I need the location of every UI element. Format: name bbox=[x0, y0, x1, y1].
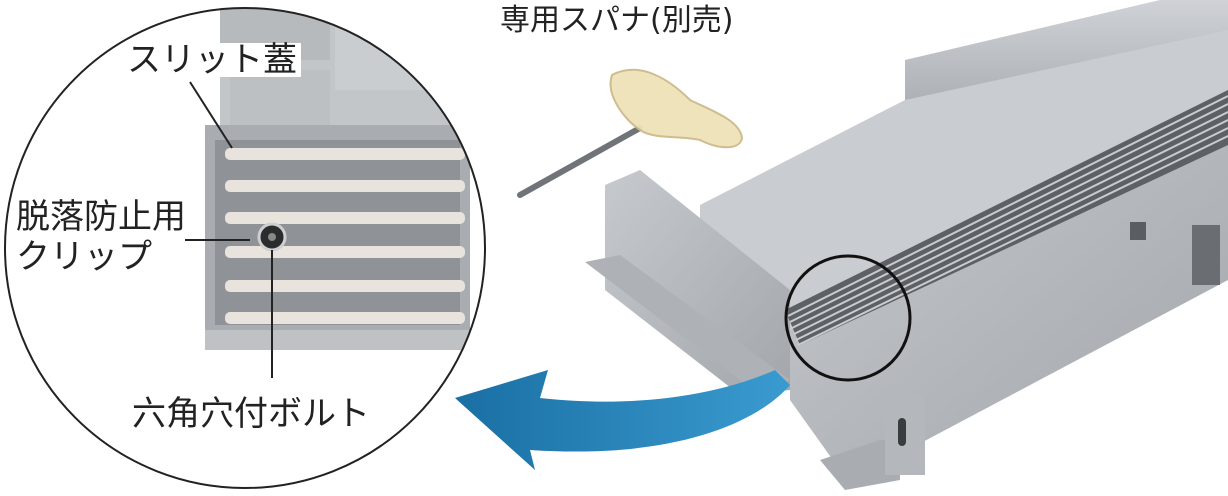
slit-grate bbox=[785, 90, 1228, 346]
detail-marker bbox=[784, 254, 912, 382]
clip-label-line2: クリップ bbox=[12, 240, 156, 274]
slit-lid-label: スリット蓋 bbox=[123, 43, 301, 77]
bolt-label: 六角穴付ボルト bbox=[128, 397, 374, 431]
slit-bars bbox=[225, 148, 465, 324]
spanner-icon bbox=[517, 68, 744, 198]
spanner-label: 専用スパナ(別売) bbox=[500, 3, 734, 38]
curved-arrow-icon bbox=[455, 370, 790, 470]
trench-drain bbox=[585, 0, 1228, 490]
clip-label-line1: 脱落防止用 bbox=[12, 200, 190, 234]
